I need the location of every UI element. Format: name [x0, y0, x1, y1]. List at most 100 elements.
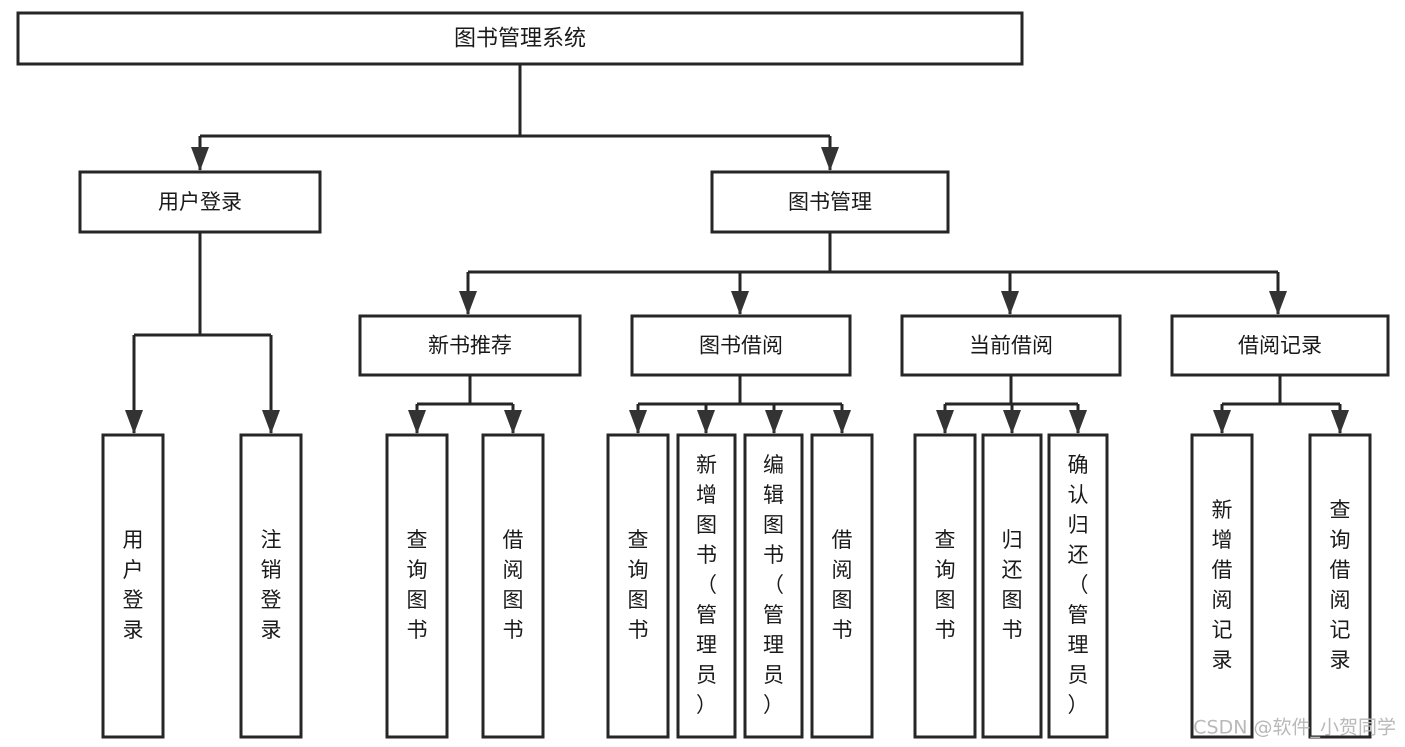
node-user-login-label: 用户登录 — [158, 190, 242, 214]
node-leaf-user-login[interactable]: 用户登录 — [101, 433, 165, 739]
node-leaf-borrow-book-2-label-char-0: 借 — [832, 528, 853, 552]
node-leaf-query-book-3-label-char-3: 书 — [935, 618, 956, 642]
node-leaf-borrow-book-2-label-char-1: 阅 — [832, 558, 853, 582]
node-leaf-edit-book-label-char-0: 编 — [763, 453, 784, 477]
node-leaf-logout-rect[interactable] — [239, 433, 303, 739]
node-leaf-add-book-label-char-8: ） — [696, 693, 717, 717]
node-root[interactable]: 图书管理系统 — [16, 11, 1024, 66]
node-borrow-record[interactable]: 借阅记录 — [1170, 314, 1390, 377]
node-leaf-query-record-label-char-1: 询 — [1330, 528, 1351, 552]
node-leaf-confirm-return-label-char-0: 确 — [1068, 453, 1089, 477]
node-leaf-query-book-2-label-char-3: 书 — [628, 618, 649, 642]
node-leaf-query-book-3-label-char-0: 查 — [935, 528, 956, 552]
node-leaf-user-login-label-char-1: 户 — [123, 558, 144, 582]
node-book-borrow-label: 图书借阅 — [699, 334, 783, 358]
node-leaf-query-book-2-rect[interactable] — [606, 433, 670, 739]
watermark-layer: CSDN @软件_小贺同学 — [1193, 717, 1396, 739]
node-borrow-record-label: 借阅记录 — [1238, 334, 1322, 358]
node-user-login-rect[interactable] — [78, 170, 322, 234]
node-root-rect[interactable] — [16, 11, 1024, 66]
node-leaf-query-book-3-label-char-2: 图 — [935, 588, 956, 612]
group-arrow-new-book-recommend-1 — [504, 410, 522, 434]
node-leaf-edit-book-label-char-4: （ — [763, 573, 784, 597]
level2-arrow-0 — [459, 291, 477, 315]
group-arrow-user-login-0 — [125, 410, 143, 434]
node-leaf-query-book-3-rect[interactable] — [913, 433, 977, 739]
node-leaf-query-book-1-rect[interactable] — [385, 433, 449, 739]
node-book-manage-rect[interactable] — [710, 170, 950, 234]
node-leaf-add-record-rect[interactable] — [1190, 433, 1254, 739]
node-new-book-recommend-rect[interactable] — [358, 314, 582, 377]
node-leaf-edit-book-rect[interactable] — [743, 433, 804, 739]
node-leaf-logout-label-char-2: 登 — [261, 588, 282, 612]
group-arrow-current-borrow-2 — [1069, 410, 1087, 434]
node-leaf-confirm-return-label-char-8: ） — [1068, 693, 1089, 717]
node-book-manage[interactable]: 图书管理 — [710, 170, 950, 234]
node-leaf-query-record-rect[interactable] — [1308, 433, 1372, 739]
level1-arrow-0 — [191, 147, 209, 171]
node-book-borrow-rect[interactable] — [630, 314, 852, 377]
node-leaf-edit-book-label-char-6: 理 — [763, 633, 784, 657]
node-user-login[interactable]: 用户登录 — [78, 170, 322, 234]
node-current-borrow-rect[interactable] — [900, 314, 1122, 377]
node-leaf-add-record-label-char-3: 阅 — [1212, 588, 1233, 612]
node-leaf-edit-book-label-char-8: ） — [763, 693, 784, 717]
node-book-borrow[interactable]: 图书借阅 — [630, 314, 852, 377]
node-leaf-borrow-book-2-label-char-3: 书 — [832, 618, 853, 642]
node-leaf-borrow-book-1-label-char-2: 图 — [503, 588, 524, 612]
node-leaf-borrow-book-2-label-char-2: 图 — [832, 588, 853, 612]
node-leaf-borrow-book-1-rect[interactable] — [481, 433, 545, 739]
group-arrow-book-borrow-1 — [697, 410, 715, 434]
node-leaf-borrow-book-2-rect[interactable] — [810, 433, 874, 739]
node-leaf-add-book-label-char-3: 书 — [696, 543, 717, 567]
group-arrow-borrow-record-0 — [1213, 410, 1231, 434]
node-new-book-recommend[interactable]: 新书推荐 — [358, 314, 582, 377]
node-leaf-add-book-label-char-0: 新 — [696, 453, 717, 477]
node-leaf-confirm-return-label-char-7: 员 — [1068, 663, 1089, 687]
node-leaf-query-book-1-label-char-2: 图 — [407, 588, 428, 612]
node-leaf-logout-label-char-1: 销 — [261, 558, 282, 582]
node-leaf-confirm-return-rect[interactable] — [1047, 433, 1109, 739]
level1-arrow-1 — [821, 147, 839, 171]
node-current-borrow[interactable]: 当前借阅 — [900, 314, 1122, 377]
node-leaf-return-book-label-char-3: 书 — [1002, 618, 1023, 642]
node-leaf-user-login-rect[interactable] — [101, 433, 165, 739]
level2-arrow-3 — [1269, 291, 1287, 315]
node-leaf-return-book-label-char-2: 图 — [1002, 588, 1023, 612]
group-arrow-borrow-record-1 — [1331, 410, 1349, 434]
node-leaf-add-record-label-char-0: 新 — [1212, 498, 1233, 522]
node-leaf-borrow-book-1-label-char-3: 书 — [503, 618, 524, 642]
group-arrow-book-borrow-3 — [833, 410, 851, 434]
node-leaf-return-book-rect[interactable] — [981, 433, 1043, 739]
node-leaf-query-book-2-label-char-0: 查 — [628, 528, 649, 552]
node-leaf-query-book-2-label-char-2: 图 — [628, 588, 649, 612]
node-leaf-add-book-label-char-1: 增 — [696, 483, 717, 507]
node-leaf-add-book-rect[interactable] — [676, 433, 737, 739]
node-borrow-record-rect[interactable] — [1170, 314, 1390, 377]
group-arrow-user-login-1 — [262, 410, 280, 434]
node-leaf-confirm-return-label-char-4: （ — [1068, 573, 1089, 597]
